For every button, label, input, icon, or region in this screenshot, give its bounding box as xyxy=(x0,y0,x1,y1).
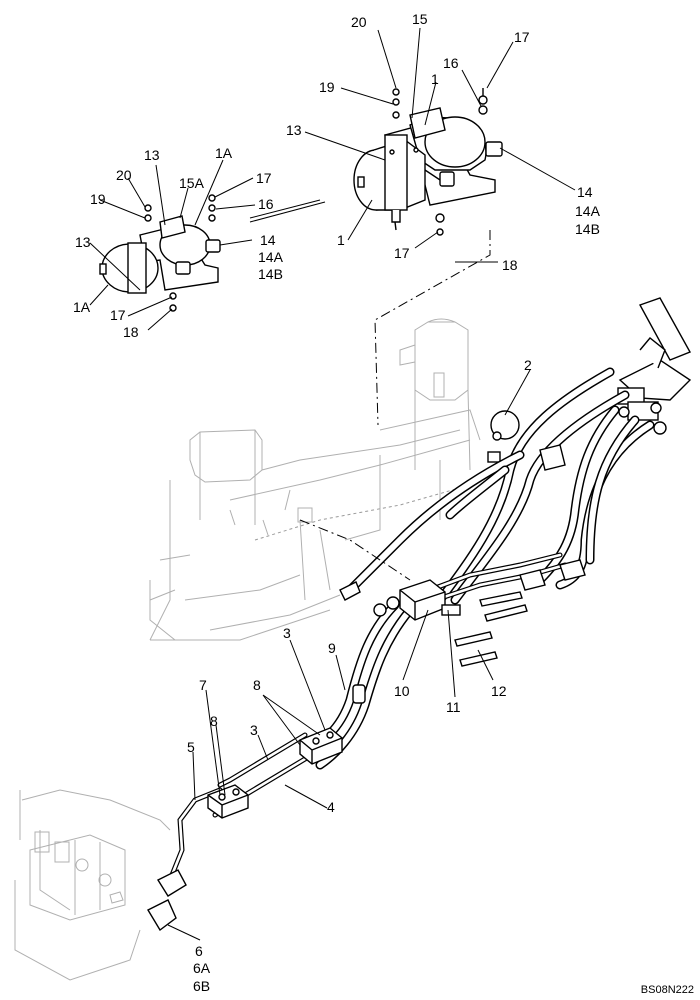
callout-5: 5 xyxy=(187,739,195,755)
accumulator-assembly-alt xyxy=(99,194,221,312)
callout-14A: 14A xyxy=(575,203,600,219)
callout-6B: 6B xyxy=(193,978,211,994)
accumulator-assembly-main xyxy=(353,88,503,236)
callout-8: 8 xyxy=(210,713,218,729)
callout-15A: 15A xyxy=(179,175,204,191)
callout-10: 10 xyxy=(394,683,410,699)
callout-14: 14 xyxy=(260,232,276,248)
callout-20: 20 xyxy=(351,14,367,30)
callout-17: 17 xyxy=(394,245,410,261)
callout-11: 11 xyxy=(446,699,461,715)
callout-14: 14 xyxy=(577,184,593,200)
callout-1: 1 xyxy=(431,71,439,87)
tubes xyxy=(167,552,568,883)
callout-18: 18 xyxy=(502,257,518,273)
explode-lines xyxy=(249,199,491,581)
callout-13: 13 xyxy=(75,234,91,250)
callout-19: 19 xyxy=(90,191,106,207)
accumulator-small xyxy=(487,410,520,463)
leaders xyxy=(89,27,576,941)
callout-1A: 1A xyxy=(73,299,91,315)
callout-12: 12 xyxy=(491,683,507,699)
callout-14B: 14B xyxy=(258,266,283,282)
callout-3: 3 xyxy=(250,722,258,738)
hoses xyxy=(300,367,655,770)
callout-17: 17 xyxy=(514,29,530,45)
callout-17: 17 xyxy=(110,307,126,323)
callout-3: 3 xyxy=(283,625,291,641)
callout-16: 16 xyxy=(258,196,274,212)
clamps-fittings xyxy=(147,444,586,932)
callout-1: 1 xyxy=(337,232,345,248)
ghost-frame xyxy=(149,318,481,641)
callout-16: 16 xyxy=(443,55,459,71)
callout-6: 6 xyxy=(195,943,203,959)
callout-13: 13 xyxy=(144,147,160,163)
callout-14B: 14B xyxy=(575,221,600,237)
ghost-control-valve xyxy=(14,789,171,981)
callout-4: 4 xyxy=(327,799,335,815)
pilot-controls xyxy=(617,297,692,435)
callout-2: 2 xyxy=(524,357,532,373)
callout-15: 15 xyxy=(412,11,428,27)
callout-13: 13 xyxy=(286,122,302,138)
callout-8: 8 xyxy=(253,677,261,693)
callout-14A: 14A xyxy=(258,249,283,265)
drawing-reference-code: BS08N222 xyxy=(640,984,694,996)
callout-20: 20 xyxy=(116,167,132,183)
callout-18: 18 xyxy=(123,324,139,340)
callout-19: 19 xyxy=(319,79,335,95)
callout-9: 9 xyxy=(328,640,336,656)
bolts xyxy=(454,591,528,667)
callout-1A: 1A xyxy=(215,145,233,161)
callout-6A: 6A xyxy=(193,960,211,976)
callout-17: 17 xyxy=(256,170,272,186)
callout-7: 7 xyxy=(199,677,207,693)
